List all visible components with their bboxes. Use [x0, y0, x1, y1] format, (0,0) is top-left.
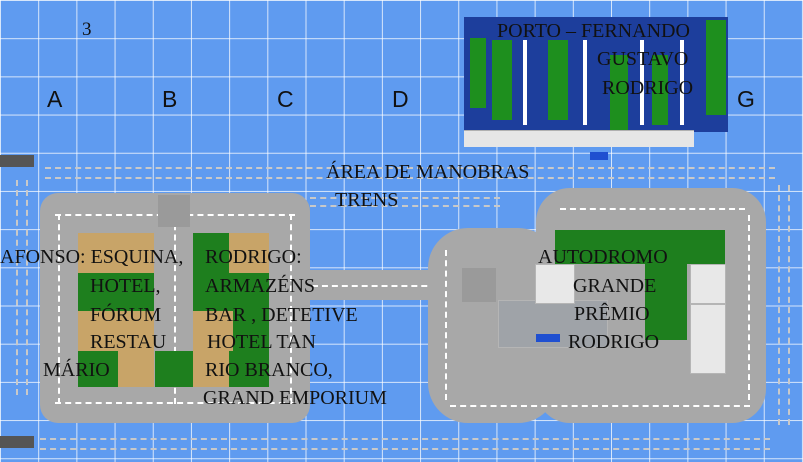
rodrigo-label-line2: ARMAZÉNS — [205, 275, 316, 297]
green-block — [155, 351, 195, 387]
green-block — [193, 233, 229, 273]
road-lane — [174, 214, 176, 404]
green-block — [645, 300, 687, 340]
train-car — [0, 436, 34, 448]
afonso-label-line4: RESTAU — [90, 331, 167, 353]
tan-block — [78, 311, 154, 351]
tan-block — [229, 233, 269, 273]
railway-track-right — [778, 185, 790, 425]
green-block — [233, 311, 269, 351]
road-lane — [290, 214, 292, 404]
port-pier — [706, 20, 726, 115]
road-lane — [748, 215, 750, 400]
road-lane — [312, 285, 467, 287]
road-lane — [58, 214, 60, 404]
port-label-line3: RODRIGO — [602, 77, 694, 99]
port-pier — [652, 55, 668, 125]
port-marker — [590, 152, 608, 160]
rodrigo-label-line6: GRAND EMPORIUM — [203, 387, 387, 409]
column-label-a: A — [47, 86, 63, 112]
tan-block — [118, 351, 154, 387]
green-block — [645, 264, 687, 300]
autodromo-label-line4: RODRIGO — [568, 331, 660, 353]
rodrigo-label-line1: RODRIGO: — [205, 246, 302, 268]
autodromo-label-line2: GRANDE — [573, 275, 657, 297]
railway-track-top — [45, 167, 775, 179]
green-block — [555, 230, 725, 264]
column-label-c: C — [277, 86, 294, 112]
port-pier — [470, 38, 486, 108]
port-pier — [610, 55, 628, 130]
train-car — [0, 155, 34, 167]
port-crane — [680, 40, 684, 125]
maneuver-area-label-line2: TRENS — [335, 189, 399, 211]
afonso-label-line2: HOTEL, — [90, 275, 161, 297]
port-label-line2: GUSTAVO — [597, 48, 689, 70]
port-pier — [492, 40, 512, 120]
autodromo-label-line3: PRÊMIO — [574, 303, 650, 325]
grandstand — [690, 264, 726, 304]
afonso-label-line1: AFONSO: ESQUINA, — [0, 246, 184, 268]
tan-block — [193, 311, 233, 351]
port-dock — [464, 130, 694, 147]
railway-track-left — [16, 180, 28, 395]
tan-block — [78, 233, 154, 273]
autodromo-label-line1: AUTODROMO — [538, 246, 668, 268]
road-lane — [560, 208, 745, 210]
green-block — [193, 273, 269, 311]
road-lane — [445, 250, 447, 400]
rodrigo-label-line5: RIO BRANCO, — [205, 359, 333, 381]
intersection — [158, 195, 190, 227]
grid-number: 3 — [82, 19, 92, 40]
port-crane — [583, 40, 587, 125]
green-block — [78, 351, 118, 387]
column-label-d: D — [392, 86, 409, 112]
rodrigo-label-line3: BAR , DETETIVE — [205, 304, 358, 326]
column-label-b: B — [162, 86, 178, 112]
rodrigo-label-line4: HOTEL TAN — [207, 331, 316, 353]
column-label-g: G — [737, 86, 755, 112]
railway-siding — [310, 197, 500, 207]
afonso-label-line5: MÁRIO — [43, 359, 110, 381]
maneuver-area-label-line1: ÁREA DE MANOBRAS — [326, 161, 530, 183]
port-crane — [523, 40, 527, 125]
intersection — [462, 268, 496, 302]
railway-track-bottom — [40, 438, 770, 450]
road-lane — [450, 405, 750, 407]
port-label-line1: PORTO – FERNANDO — [497, 20, 690, 42]
grandstand — [690, 304, 726, 374]
afonso-label-line3: FÓRUM — [90, 304, 162, 326]
tan-block — [193, 351, 229, 387]
grandstand — [535, 264, 575, 304]
port-pier — [548, 40, 568, 120]
green-block — [78, 273, 154, 311]
green-block — [229, 351, 269, 387]
port-crane — [640, 40, 644, 125]
track-marker — [536, 334, 560, 342]
